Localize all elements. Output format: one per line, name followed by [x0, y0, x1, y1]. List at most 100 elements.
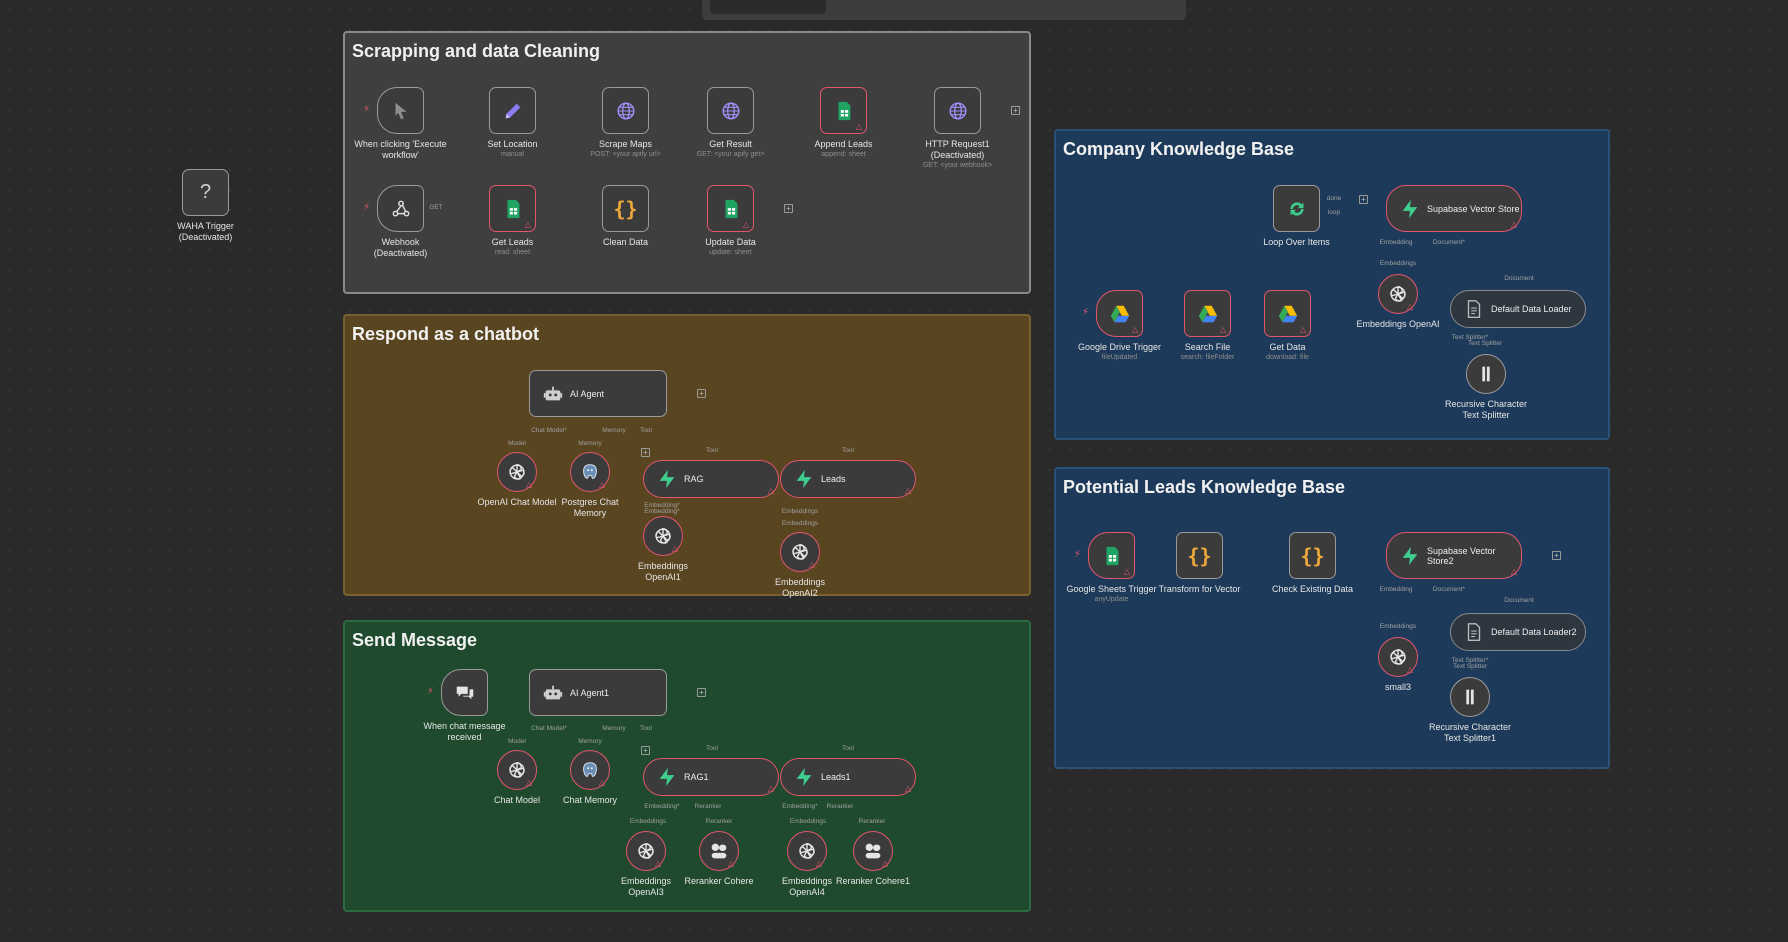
node-rerank1[interactable]: △ — [853, 831, 893, 871]
connection-type-label: Model — [508, 440, 526, 447]
node-label: Google Sheets Trigger — [1066, 584, 1157, 594]
node-rerank[interactable]: △ — [699, 831, 739, 871]
openai-icon — [789, 541, 811, 563]
sticky-title: Respond as a chatbot — [352, 324, 540, 344]
node-label: When clicking 'Execute workflow' — [354, 139, 447, 160]
node-chatmodel[interactable]: △ — [497, 750, 537, 790]
trigger-bolt-icon: ⚡ — [1074, 548, 1082, 560]
node-rag[interactable]: △RAG — [643, 460, 779, 498]
connection-type-label: Reranker — [858, 818, 886, 825]
node-getdata[interactable]: △ — [1264, 290, 1311, 337]
node-ddl2[interactable]: Default Data Loader2 — [1450, 613, 1586, 651]
node-http1[interactable] — [934, 87, 981, 134]
toolbar-tab[interactable] — [710, 0, 826, 14]
node-webhook[interactable] — [377, 185, 424, 232]
add-done-plus-icon[interactable]: + — [1359, 195, 1368, 204]
node-subtitle: search: fileFolder — [1180, 354, 1235, 361]
node-subtitle: POST: <your apify url> — [590, 151, 661, 158]
node-check[interactable]: {} — [1289, 532, 1336, 579]
add-tool-plus-icon[interactable]: + — [641, 746, 650, 755]
node-rcts1[interactable] — [1450, 677, 1490, 717]
add-node-plus-icon[interactable]: + — [784, 204, 793, 213]
node-chatrecv[interactable] — [441, 669, 488, 716]
connection-type-label: Text Splitter* — [1451, 334, 1489, 341]
add-tool-plus-icon[interactable]: + — [641, 448, 650, 457]
connection-type-label: Tool — [640, 427, 652, 434]
sticky-note-s1[interactable]: Scrapping and data Cleaning — [343, 31, 1031, 294]
node-label: small3 — [1384, 682, 1412, 692]
connection-type-label: Reranker — [826, 803, 854, 810]
node-loop[interactable] — [1273, 185, 1320, 232]
connection-type-label: Reranker — [694, 803, 722, 810]
node-emb1[interactable]: △ — [643, 516, 683, 556]
node-emb4[interactable]: △ — [787, 831, 827, 871]
drive-icon — [1277, 303, 1299, 325]
add-node-plus-icon[interactable]: + — [1552, 551, 1561, 560]
node-label: Update Data — [705, 237, 756, 247]
node-clean[interactable]: {} — [602, 185, 649, 232]
node-small3[interactable]: △ — [1378, 637, 1418, 677]
add-node-plus-icon[interactable]: + — [1011, 106, 1020, 115]
add-node-plus-icon[interactable]: + — [697, 688, 706, 697]
node-update[interactable]: △ — [707, 185, 754, 232]
node-transform[interactable]: {} — [1176, 532, 1223, 579]
node-chatmem[interactable]: △ — [570, 750, 610, 790]
trigger-bolt-icon: ⚡ — [427, 685, 435, 697]
node-agent[interactable]: AI Agent — [529, 370, 667, 417]
node-getleads[interactable]: △ — [489, 185, 536, 232]
warning-icon: △ — [855, 122, 862, 131]
node-ddl[interactable]: Default Data Loader — [1450, 290, 1586, 328]
add-node-plus-icon[interactable]: + — [697, 389, 706, 398]
connection-type-label: Tool — [706, 745, 718, 752]
node-scrape[interactable] — [602, 87, 649, 134]
node-rag1[interactable]: △RAG1 — [643, 758, 779, 796]
robot-icon — [542, 682, 564, 704]
node-pgmem[interactable]: △ — [570, 452, 610, 492]
node-subtitle: GET: <your webhook> — [922, 162, 993, 169]
node-label: Supabase Vector Store2 — [1427, 545, 1496, 566]
node-emb3[interactable]: △ — [626, 831, 666, 871]
warning-icon: △ — [598, 480, 605, 489]
drive-icon — [1197, 303, 1219, 325]
openai-icon — [506, 759, 528, 781]
node-svs2[interactable]: △ Supabase Vector Store2 — [1386, 532, 1522, 579]
node-setloc[interactable] — [489, 87, 536, 134]
node-rcts[interactable] — [1466, 354, 1506, 394]
node-openaichat[interactable]: △ — [497, 452, 537, 492]
node-label: Postgres Chat Memory — [561, 497, 619, 518]
node-embopenai[interactable]: △ — [1378, 274, 1418, 314]
sheets-icon — [720, 198, 742, 220]
node-label: Embeddings OpenAI2 — [774, 577, 826, 598]
node-label: Search File — [1184, 342, 1231, 352]
warning-icon: △ — [815, 859, 822, 868]
supabase-icon — [656, 468, 678, 490]
node-leads1[interactable]: △Leads1 — [780, 758, 916, 796]
warning-icon: △ — [1510, 567, 1517, 576]
node-gstrig[interactable]: △ — [1088, 532, 1135, 579]
postgres-icon — [579, 461, 601, 483]
node-emb2[interactable]: △ — [780, 532, 820, 572]
node-append[interactable]: △ — [820, 87, 867, 134]
node-agent1[interactable]: AI Agent1 — [529, 669, 667, 716]
port-label: done — [1326, 195, 1342, 202]
node-getres[interactable] — [707, 87, 754, 134]
node-manual[interactable] — [377, 87, 424, 134]
warning-icon: △ — [525, 778, 532, 787]
sticky-note-s2[interactable]: Respond as a chatbot — [343, 314, 1031, 596]
node-waha[interactable]: ? — [182, 169, 229, 216]
node-searchfile[interactable]: △ — [1184, 290, 1231, 337]
node-svs[interactable]: △Supabase Vector Store — [1386, 185, 1522, 232]
warning-icon: △ — [808, 560, 815, 569]
node-label: Chat Memory — [562, 795, 618, 805]
node-label: AI Agent1 — [570, 687, 610, 698]
warning-icon: △ — [904, 784, 911, 793]
warning-icon: △ — [654, 859, 661, 868]
node-gdtrig[interactable]: △ — [1096, 290, 1143, 337]
connection-type-label: Embeddings — [781, 508, 819, 515]
connection-type-label: Embedding* — [644, 502, 680, 509]
code-icon: {} — [1300, 543, 1325, 568]
connection-type-label: Document* — [1432, 239, 1466, 246]
node-leads[interactable]: △Leads — [780, 460, 916, 498]
sticky-note-s4[interactable]: Company Knowledge Base — [1054, 129, 1610, 440]
